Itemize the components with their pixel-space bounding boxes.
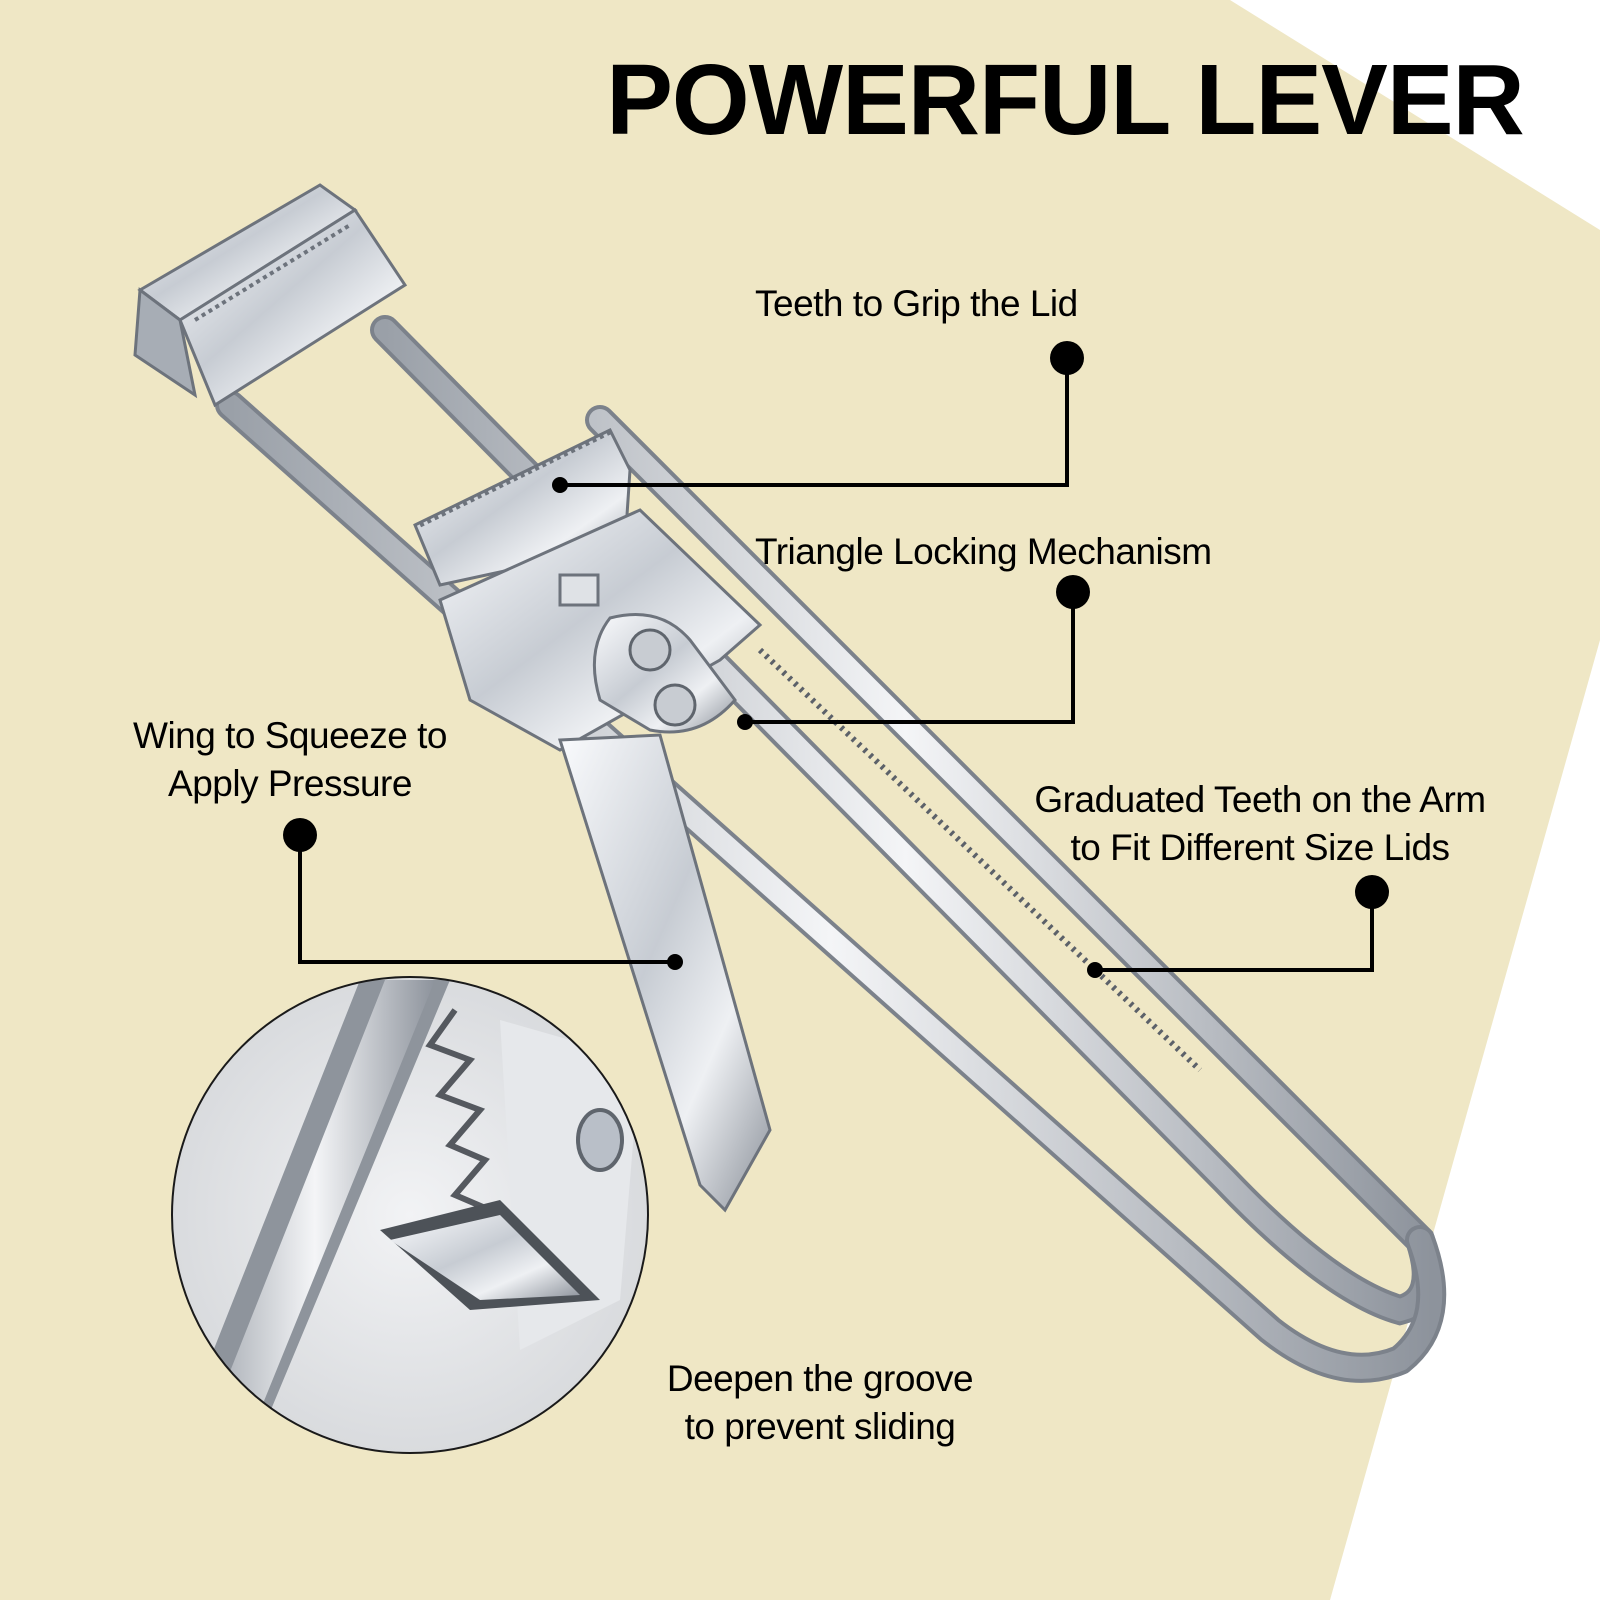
callout-dots: [283, 341, 1389, 978]
teeth-grip-end-dot: [552, 477, 568, 493]
headline: POWERFUL LEVER: [606, 44, 1525, 156]
background-corner: [1230, 0, 1600, 230]
callout-groove-line-2: to prevent sliding: [684, 1406, 956, 1447]
magnified-teeth-detail: [171, 976, 649, 1454]
locking-dot: [1056, 575, 1090, 609]
wing-leader: [298, 835, 675, 964]
locking-leader: [745, 592, 1075, 724]
graduated-leader: [1095, 892, 1374, 972]
callout-groove: Deepen the groove to prevent sliding: [650, 1355, 990, 1451]
callout-groove-line-1: Deepen the groove: [666, 1358, 974, 1399]
graduated-end-dot: [1087, 962, 1103, 978]
callout-wing: Wing to Squeeze to Apply Pressure: [110, 712, 470, 808]
locking-end-dot: [737, 714, 753, 730]
graduated-dot: [1355, 875, 1389, 909]
callout-lines: [298, 358, 1374, 972]
wing-dot: [283, 818, 317, 852]
callout-wing-line-2: Apply Pressure: [168, 763, 412, 804]
callout-locking: Triangle Locking Mechanism: [755, 531, 1212, 572]
callout-graduated: Graduated Teeth on the Arm to Fit Differ…: [1005, 776, 1515, 872]
callout-graduated-line-2: to Fit Different Size Lids: [1070, 827, 1450, 868]
jar-opener-product: [133, 183, 1447, 1383]
callout-wing-line-1: Wing to Squeeze to: [133, 715, 447, 756]
callout-teeth-grip: Teeth to Grip the Lid: [755, 283, 1078, 324]
teeth-grip-dot: [1050, 341, 1084, 375]
wing-end-dot: [667, 954, 683, 970]
teeth-grip-leader: [560, 358, 1069, 487]
callout-graduated-line-1: Graduated Teeth on the Arm: [1034, 779, 1486, 820]
